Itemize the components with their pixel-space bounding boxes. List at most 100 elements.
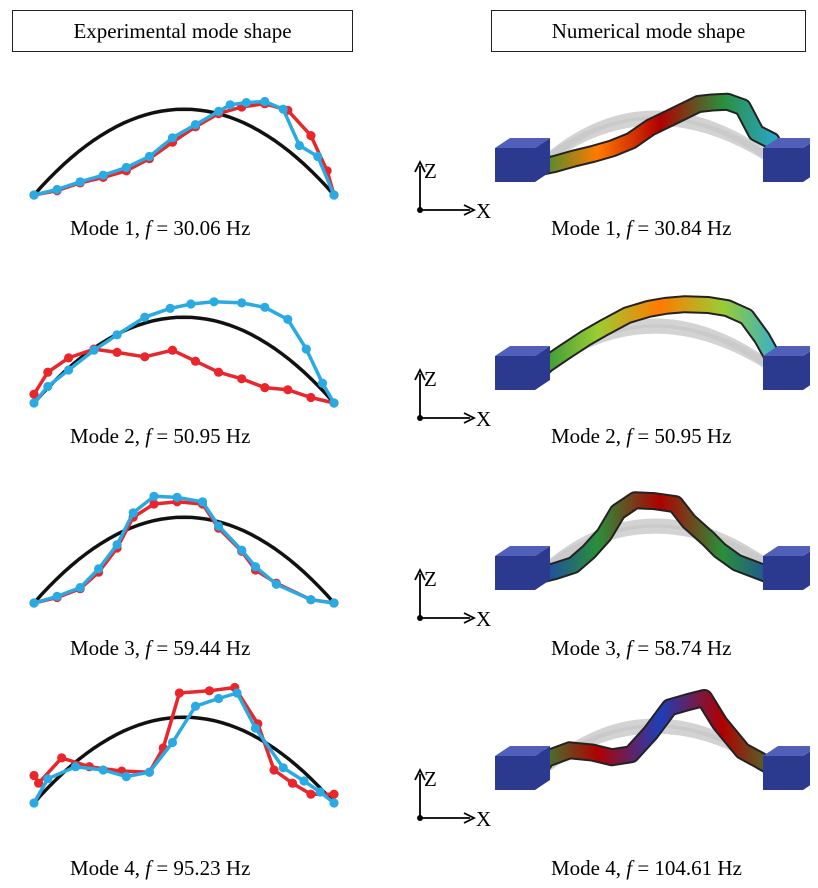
experimental-caption: Mode 2, f = 50.95 Hz (70, 424, 250, 449)
left-support (495, 138, 550, 182)
blue-series-point (197, 497, 208, 507)
blue-series-point (64, 365, 74, 375)
blue-series-point (144, 767, 154, 777)
blue-series-point (294, 140, 304, 151)
experimental-mode-plot (29, 682, 339, 808)
red-series-point (260, 383, 270, 393)
blue-series-point (190, 701, 201, 711)
numerical-mode-render (495, 491, 810, 590)
deformed-beam (528, 493, 792, 583)
axes-origin (417, 415, 423, 421)
right-support (763, 551, 810, 590)
blue-series-point (214, 106, 224, 116)
axes-indicator: ZX (414, 567, 491, 628)
blue-series-point (29, 190, 39, 200)
x-axis-arrow-icon (463, 412, 477, 424)
experimental-caption: Mode 1, f = 30.06 Hz (70, 216, 250, 241)
red-series-point (29, 770, 39, 781)
mode-label: Mode 1, (70, 216, 146, 240)
frequency-value: = 50.95 Hz (151, 424, 251, 448)
red-series-point (149, 499, 159, 509)
frequency-value: = 30.06 Hz (151, 216, 251, 240)
right-support-top (763, 138, 810, 148)
blue-series-point (149, 491, 159, 501)
right-support (763, 143, 810, 182)
blue-series-point (190, 120, 201, 130)
blue-series-point (75, 583, 85, 593)
blue-series-line (32, 691, 336, 805)
blue-series-point (94, 564, 104, 574)
z-axis-label: Z (424, 159, 437, 183)
blue-series-point (271, 579, 281, 589)
left-support-top (495, 346, 550, 356)
blue-series-point (250, 562, 261, 572)
mode-label: Mode 4, (70, 856, 146, 880)
right-support-top (763, 346, 810, 356)
right-support (763, 351, 810, 390)
frequency-value: = 95.23 Hz (151, 856, 251, 880)
blue-series-point (43, 774, 53, 784)
red-series-point (237, 374, 247, 384)
blue-series-point (172, 492, 182, 502)
right-support-top (763, 746, 810, 756)
red-series-point (214, 367, 224, 377)
red-series-point (64, 353, 74, 363)
red-series-line (32, 685, 334, 796)
blue-series-point (70, 762, 81, 772)
red-series-point (140, 352, 150, 362)
right-support (763, 751, 810, 790)
red-series-point (287, 778, 298, 788)
frequency-symbol: f (626, 216, 633, 240)
blue-series-point (329, 398, 339, 408)
red-series-point (57, 753, 67, 763)
left-support (495, 746, 550, 790)
blue-series-point (165, 303, 175, 313)
x-axis-arrow-icon (463, 612, 477, 624)
blue-series-point (52, 591, 62, 601)
numerical-mode-render (495, 295, 810, 390)
z-axis-label: Z (424, 767, 437, 791)
mode-label: Mode 2, (551, 424, 627, 448)
experimental-header: Experimental mode shape (12, 10, 353, 52)
red-series-point (167, 345, 178, 355)
blue-series-point (237, 298, 247, 308)
blue-series-point (260, 96, 270, 107)
blue-series-point (98, 170, 108, 180)
experimental-caption: Mode 3, f = 59.44 Hz (70, 636, 250, 661)
blue-series-point (29, 398, 39, 408)
blue-series-point (29, 598, 39, 608)
blue-series-point (250, 723, 261, 733)
blue-series-point (209, 297, 219, 307)
blue-series-point (98, 765, 108, 775)
blue-series-point (112, 540, 122, 550)
red-series-point (112, 347, 122, 357)
blue-series-point (167, 737, 178, 748)
numerical-header: Numerical mode shape (491, 10, 806, 52)
frequency-value: = 104.61 Hz (632, 856, 742, 880)
numerical-caption: Mode 3, f = 58.74 Hz (551, 636, 731, 661)
blue-series-point (278, 104, 288, 114)
frequency-value: = 30.84 Hz (632, 216, 732, 240)
blue-series-point (112, 330, 122, 340)
numerical-caption: Mode 4, f = 104.61 Hz (551, 856, 742, 881)
blue-series-point (241, 98, 251, 108)
undeformed-shape-line (32, 107, 336, 197)
experimental-header-text: Experimental mode shape (73, 18, 292, 43)
blue-series-point (121, 162, 131, 173)
frequency-value: = 50.95 Hz (632, 424, 732, 448)
blue-series-point (301, 344, 311, 354)
z-axis-arrow-icon (414, 367, 426, 381)
x-axis-arrow-icon (463, 812, 477, 824)
blue-series-point (186, 299, 196, 309)
undeformed-shape-line (32, 515, 336, 605)
blue-series-point (329, 598, 339, 608)
x-axis-arrow-icon (463, 204, 477, 216)
experimental-mode-plot (29, 297, 339, 408)
blue-series-point (260, 302, 270, 312)
blue-series-point (214, 521, 224, 531)
deformed-beam (528, 691, 792, 783)
